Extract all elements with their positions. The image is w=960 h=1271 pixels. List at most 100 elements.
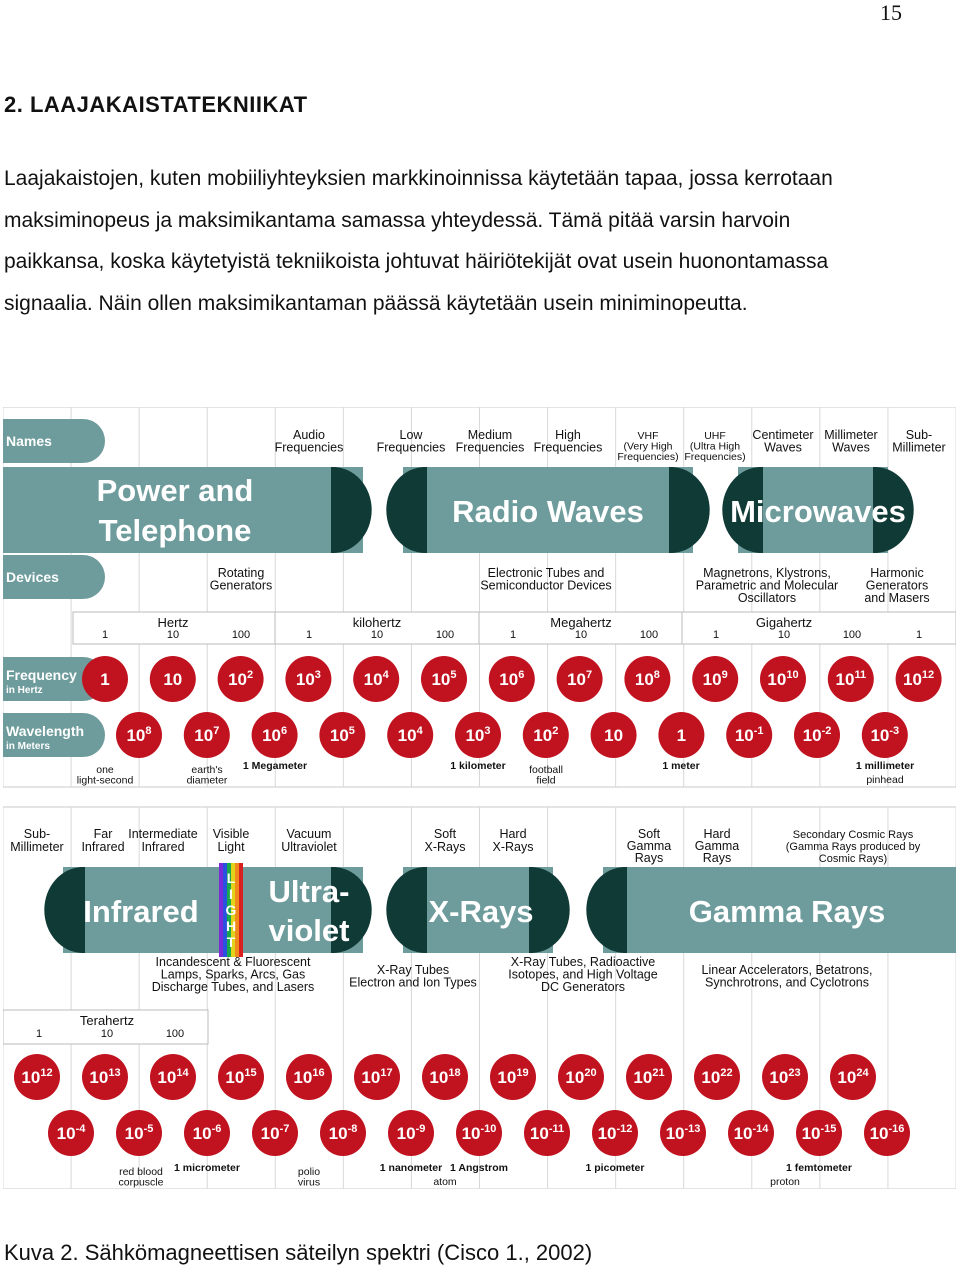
exponent: 19 [516,1067,528,1079]
wavelength-bubble-circle [590,712,637,758]
exponent: 15 [244,1067,256,1079]
exponent: 7 [213,725,219,737]
device-label: Parametric and Molecular [696,579,838,593]
exponent: -11 [549,1123,564,1135]
unit-tick: 1 [102,629,108,641]
device-label: Electron and Ion Types [349,976,477,990]
frequency-bubble-circle [286,1054,332,1100]
wavelength-bubble-label: 10 [604,726,623,745]
exponent: 20 [584,1067,596,1079]
frequency-bubble-circle [422,1054,468,1100]
exponent: -12 [617,1123,633,1135]
frequency-bubble-circle [694,1054,740,1100]
unit-tick: 100 [232,629,250,641]
wavelength-bubble-circle [660,1110,706,1156]
frequency-bubble-circle [827,656,874,702]
frequency-bubble-label: 105 [431,669,456,689]
band-name: Light [217,840,245,854]
light-letter: I [229,886,233,902]
exponent: 23 [788,1067,800,1079]
band-name: (Ultra High [690,441,740,453]
wavelength-bubble-circle [658,712,705,758]
exponent: 6 [518,669,524,681]
scale-example: 1 meter [662,760,699,772]
frequency-bubble-circle [556,656,603,702]
exponent: -13 [685,1123,701,1135]
exponent: 3 [315,669,321,681]
band-cap [44,867,83,953]
scale-example: 1 femtometer [786,1162,852,1174]
unit-label: Terahertz [80,1013,134,1028]
page-number: 15 [880,0,902,25]
band-name: Waves [832,441,870,455]
band-cap [386,467,425,553]
unit-tick: 100 [640,629,658,641]
wavelength-bubble-circle [320,1110,366,1156]
frequency-bubble-circle [285,656,332,702]
band-title: Ultra- [269,874,350,909]
exponent: 5 [450,669,456,681]
unit-label: Gigahertz [756,615,812,630]
unit-tick: 1 [713,629,719,641]
wavelength-bubble-circle [387,712,434,758]
band-name: Rays [703,851,731,865]
exponent: -4 [76,1123,87,1135]
unit-tick: 10 [778,629,790,641]
device-label: Oscillators [738,591,796,605]
exponent: 8 [145,725,151,737]
exponent: 14 [176,1067,189,1079]
side-tab [3,657,105,701]
exponent: 22 [720,1067,732,1079]
wavelength-bubble-circle [456,1110,502,1156]
band-name: Low [400,428,424,442]
scale-example: virus [298,1177,320,1189]
visible-spectrum-stripe [235,863,239,957]
exponent: -10 [481,1123,497,1135]
visible-spectrum-stripe [223,863,227,957]
band-cap [333,467,372,553]
frequency-bubble-circle [830,1054,876,1100]
side-tab-label: Wavelength [6,723,84,739]
band-cap-join [81,867,85,953]
wavelength-bubble-circle [794,712,840,758]
visible-spectrum-stripe [239,863,243,957]
band-cap [722,467,761,553]
device-label: Generators [210,579,273,593]
visible-spectrum-stripe [227,863,231,957]
exponent: -9 [416,1123,426,1135]
band-name: Ultraviolet [281,840,337,854]
wavelength-bubble-label: 102 [533,725,558,745]
light-letter: L [227,870,236,886]
section-heading: 2. LAAJAKAISTATEKNIIKAT [4,92,308,117]
unit-tick: 10 [575,629,587,641]
exponent: 4 [417,725,424,737]
band-name: Intermediate [128,827,198,841]
band-cap [671,467,710,553]
frequency-bubble-label: 109 [703,669,728,689]
exponent: 24 [856,1067,869,1079]
band-cap [386,867,425,953]
side-tab-sublabel: in Meters [6,741,50,752]
frequency-bubble-circle [762,1054,808,1100]
exponent: 8 [654,669,660,681]
unit-tick: 100 [843,629,861,641]
exponent: 12 [40,1067,52,1079]
frequency-bubble-circle [692,656,739,702]
band-name: Millimeter [824,428,877,442]
wavelength-bubble-circle [116,1110,162,1156]
exponent: -6 [212,1123,222,1135]
side-tab-label: Names [6,433,52,449]
exponent: -1 [754,725,764,737]
band-title: X-Rays [428,894,533,929]
side-tab-label: Devices [6,569,59,585]
wavelength-bubble-label: 107 [194,725,219,745]
band-name: Frequencies [377,441,446,455]
band-cap [333,867,372,953]
band-name: Sub- [906,428,932,442]
band-name: (Very High [623,441,672,453]
wavelength-bubble-circle [48,1110,94,1156]
frequency-bubble-label: 1 [100,670,109,689]
exponent: -15 [821,1123,837,1135]
unit-tick: 1 [36,1028,42,1040]
band-name: Centimeter [752,428,813,442]
